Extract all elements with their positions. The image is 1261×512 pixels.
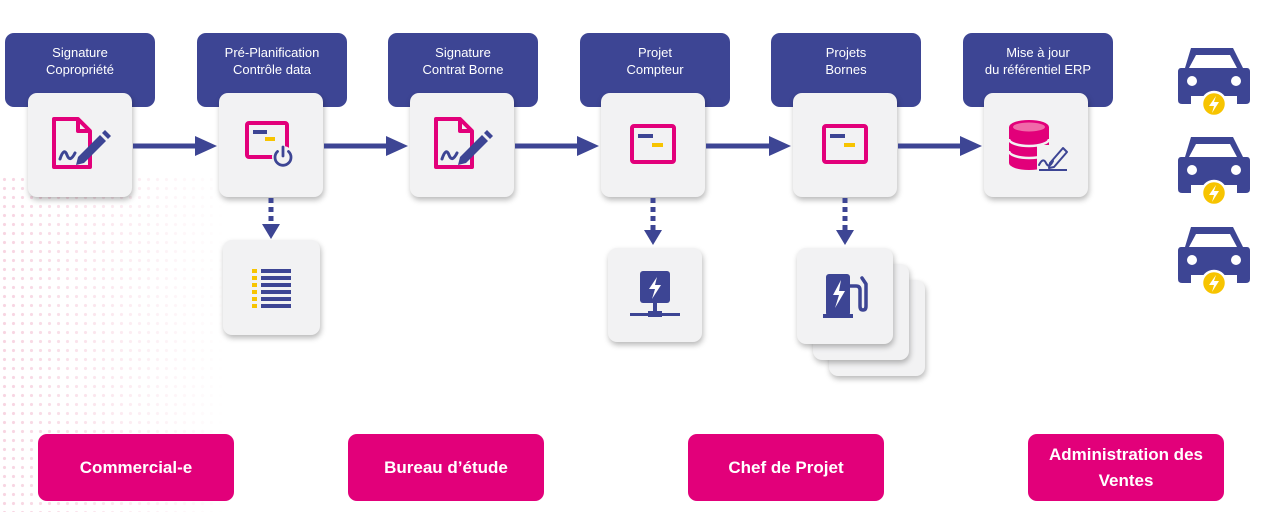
charging-station-icon	[823, 274, 868, 318]
step-title-line1: Projets	[825, 45, 867, 60]
step-title-line2: du référentiel ERP	[984, 62, 1092, 77]
dotted-down-arrow	[262, 198, 280, 239]
sign-document-icon	[52, 117, 111, 169]
role-administration-des-ventes: Administration des Ventes	[1028, 434, 1224, 501]
step-title-line1: Signature	[52, 45, 108, 60]
flow-arrow	[706, 136, 791, 156]
role-label: Chef de Projet	[728, 457, 844, 477]
step-tile-signature-contrat	[410, 93, 514, 197]
window-power-icon	[245, 121, 294, 168]
role-label: Administration des Ventes	[1049, 444, 1203, 490]
electric-car-icon	[1178, 137, 1250, 207]
step-title-line2: Contrôle data	[232, 62, 312, 77]
flow-arrow	[133, 136, 217, 156]
step-title-line2: Contrat Borne	[422, 62, 504, 77]
dotted-down-arrow	[644, 198, 662, 245]
step-tile-signature-copropriete	[28, 93, 132, 197]
flow-arrow	[515, 136, 599, 156]
step-tile-mise-a-jour-erp	[984, 93, 1088, 197]
role-chef-de-projet: Chef de Projet	[688, 434, 884, 501]
flow-arrow	[898, 136, 982, 156]
window-icon	[630, 124, 676, 164]
output-tile-electric-meter	[608, 248, 702, 342]
step-title-line1: Signature	[435, 45, 491, 60]
step-title-line2: Compteur	[626, 62, 684, 77]
sign-document-icon	[434, 117, 493, 169]
step-title-line1: Pré-Planification	[224, 45, 320, 60]
step-tile-projet-compteur	[601, 93, 705, 197]
window-icon	[822, 124, 868, 164]
step-title-line2: Bornes	[825, 62, 867, 77]
step-title-line2: Copropriété	[46, 62, 114, 77]
electric-car-icon	[1178, 48, 1250, 118]
step-tile-projets-bornes	[793, 93, 897, 197]
output-tile-checklist	[223, 240, 320, 335]
role-commercial: Commercial-e	[38, 434, 234, 501]
dotted-down-arrow	[836, 198, 854, 245]
role-label: Commercial-e	[79, 457, 193, 477]
checklist-icon	[251, 268, 291, 308]
database-sign-icon	[1007, 120, 1068, 171]
output-tile-charging-station	[797, 248, 893, 344]
step-title-line1: Mise à jour	[1006, 45, 1070, 60]
role-label: Bureau d’étude	[384, 457, 508, 477]
flow-arrow	[324, 136, 408, 156]
step-tile-pre-planification	[219, 93, 323, 197]
electric-meter-icon	[630, 271, 680, 317]
step-title-line1: Projet	[638, 45, 672, 60]
electric-car-icon	[1178, 227, 1250, 297]
role-bureau-etude: Bureau d’étude	[348, 434, 544, 501]
